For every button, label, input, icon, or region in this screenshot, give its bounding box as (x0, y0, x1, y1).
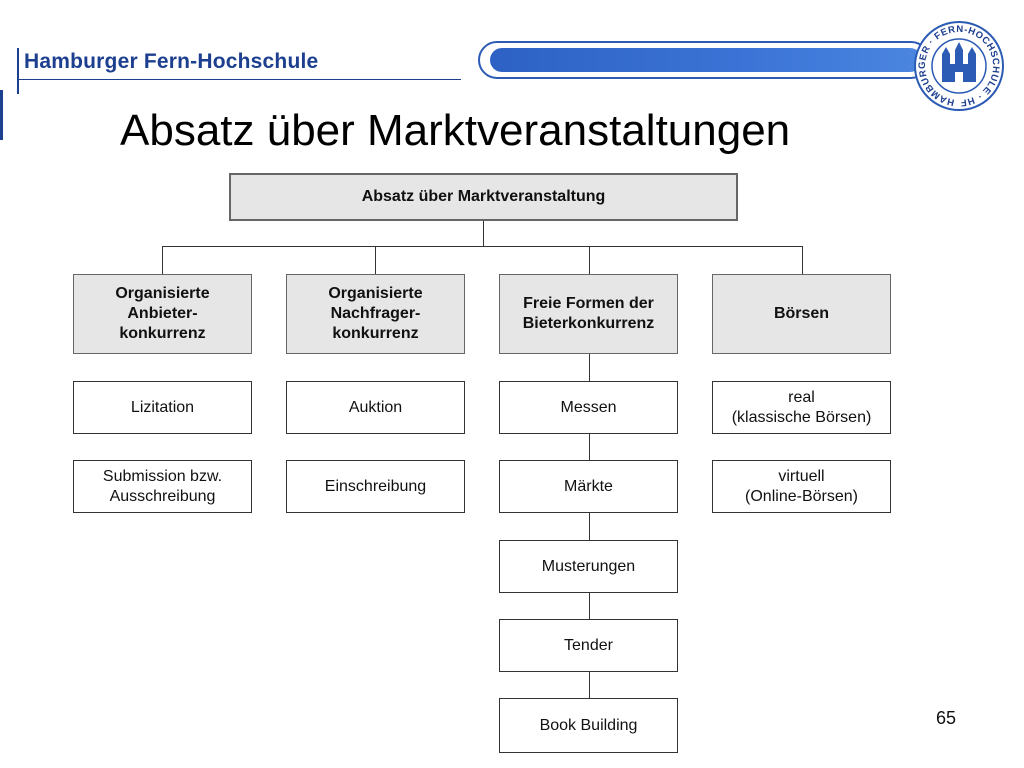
heading-nachfragerkonkurrenz: Organisierte Nachfrager- konkurrenz (286, 274, 465, 354)
hfh-seal-logo: HAMBURGER · FERN-HOCHSCHULE · HFH · (906, 16, 1004, 111)
node-tender: Tender (499, 619, 678, 672)
node-musterungen: Musterungen (499, 540, 678, 593)
branch-line (162, 246, 803, 247)
root-connector (483, 221, 484, 247)
root-node: Absatz über Marktveranstaltung (229, 173, 738, 221)
node-book-building: Book Building (499, 698, 678, 753)
brand-vertical-rule (17, 48, 19, 94)
node-lizitation: Lizitation (73, 381, 252, 434)
node-submission: Submission bzw. Ausschreibung (73, 460, 252, 513)
heading-boersen: Börsen (712, 274, 891, 354)
heading-bieterkonkurrenz: Freie Formen der Bieterkonkurrenz (499, 274, 678, 354)
node-maerkte: Märkte (499, 460, 678, 513)
column-3-spine (589, 354, 590, 698)
header-bar (478, 41, 930, 79)
heading-anbieterkonkurrenz: Organisierte Anbieter- konkurrenz (73, 274, 252, 354)
left-edge-accent (0, 90, 3, 140)
brand-name: Hamburger Fern-Hochschule (24, 50, 319, 73)
branch-drop-3 (589, 246, 590, 274)
node-messen: Messen (499, 381, 678, 434)
branch-drop-1 (162, 246, 163, 274)
brand-underline (19, 79, 461, 80)
branch-drop-4 (802, 246, 803, 274)
node-real-boersen: real (klassische Börsen) (712, 381, 891, 434)
slide-title: Absatz über Marktveranstaltungen (120, 106, 791, 155)
node-auktion: Auktion (286, 381, 465, 434)
branch-drop-2 (375, 246, 376, 274)
node-virtuell-boersen: virtuell (Online-Börsen) (712, 460, 891, 513)
page-number: 65 (936, 708, 957, 728)
node-einschreibung: Einschreibung (286, 460, 465, 513)
